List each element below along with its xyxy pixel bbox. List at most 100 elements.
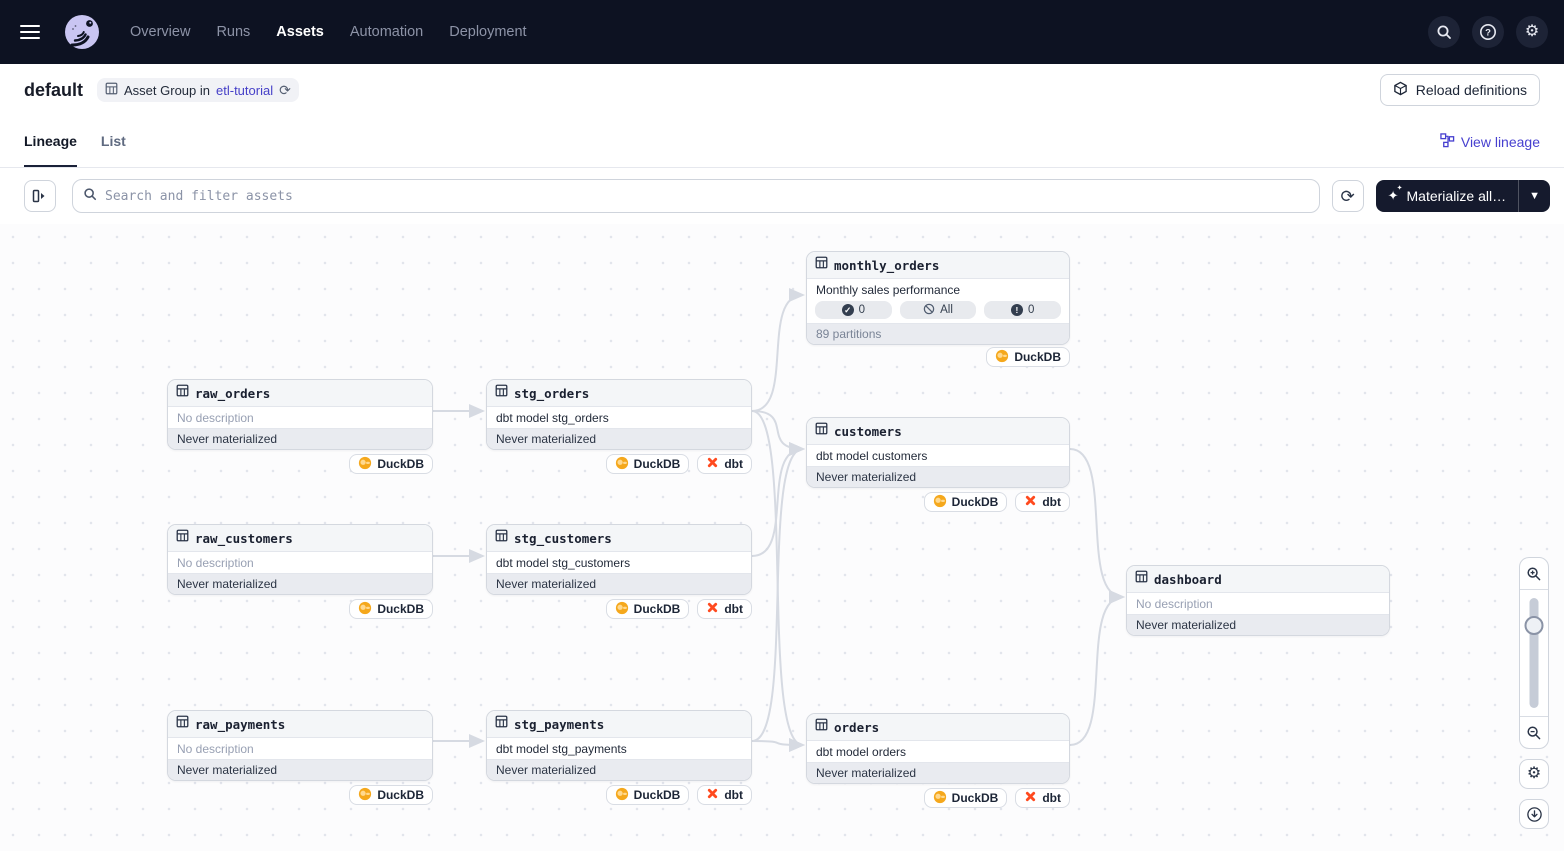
materialize-all-label: Materialize all…: [1406, 188, 1507, 204]
zoom-slider[interactable]: [1520, 590, 1548, 716]
nav-item-deployment[interactable]: Deployment: [449, 24, 527, 40]
partition-pill-slash-circle[interactable]: All: [899, 301, 977, 319]
asset-status: Never materialized: [168, 759, 432, 780]
asset-description: No description: [1136, 596, 1213, 611]
asset-title: customers: [834, 423, 902, 439]
asset-description: No description: [177, 741, 254, 756]
nav-item-runs[interactable]: Runs: [216, 24, 251, 40]
duckdb-tag[interactable]: DuckDB: [923, 492, 1008, 512]
slash-circle-icon: [923, 303, 935, 318]
nav-items: Overview Runs Assets Automation Deployme…: [130, 24, 527, 40]
graph-settings-icon[interactable]: ⚙: [1519, 759, 1549, 789]
reload-definitions-button[interactable]: Reload definitions: [1379, 74, 1540, 106]
table-icon: [495, 715, 508, 733]
partition-pill-check-circle[interactable]: ✓0: [815, 301, 892, 319]
asset-status: Never materialized: [487, 759, 751, 780]
table-icon: [815, 422, 828, 440]
asset-group-label: Asset Group in: [124, 82, 211, 98]
check-circle-icon: ✓: [841, 304, 854, 316]
dbt-tag[interactable]: dbt: [1015, 492, 1070, 512]
nav-item-assets[interactable]: Assets: [276, 24, 324, 40]
lineage-graph-icon: [1440, 132, 1455, 151]
download-icon[interactable]: [1519, 799, 1549, 829]
asset-title: orders: [834, 719, 880, 735]
menu-icon[interactable]: [20, 16, 52, 48]
duckdb-tag[interactable]: DuckDB: [349, 599, 433, 619]
asset-description: dbt model stg_payments: [496, 741, 627, 756]
asset-title: stg_payments: [514, 716, 605, 732]
edge-stg_payments-to-customers: [751, 442, 805, 742]
table-icon: [815, 718, 828, 736]
duckdb-tag[interactable]: DuckDB: [986, 347, 1070, 367]
asset-title: stg_orders: [514, 385, 590, 401]
duckdb-tag[interactable]: DuckDB: [923, 788, 1008, 808]
asset-tags-stg_customers: DuckDB dbt: [486, 599, 752, 619]
view-lineage-link[interactable]: View lineage: [1440, 116, 1540, 167]
duckdb-icon: [933, 494, 947, 511]
help-icon[interactable]: ?: [1472, 16, 1504, 48]
dbt-tag[interactable]: dbt: [1015, 788, 1070, 808]
asset-status: Never materialized: [487, 573, 751, 594]
refresh-icon[interactable]: ⟳: [1331, 180, 1364, 212]
dagster-logo[interactable]: [62, 12, 102, 52]
table-icon: [495, 529, 508, 547]
search-icon[interactable]: [1428, 16, 1460, 48]
alert-circle-icon: !: [1010, 304, 1023, 316]
asset-description: dbt model stg_customers: [496, 555, 631, 570]
code-location-link[interactable]: etl-tutorial: [216, 82, 274, 98]
tab-list[interactable]: List: [100, 132, 126, 149]
asset-description: dbt model customers: [816, 448, 928, 463]
tab-lineage[interactable]: Lineage: [24, 116, 77, 167]
materialize-all-main[interactable]: ✦✦ Materialize all…: [1376, 185, 1519, 204]
dbt-tag[interactable]: dbt: [697, 599, 752, 619]
sidebar-toggle-icon[interactable]: [24, 180, 56, 212]
asset-group-icon: [105, 82, 118, 98]
duckdb-icon: [615, 601, 629, 618]
asset-search[interactable]: [72, 179, 1320, 213]
nav-item-overview[interactable]: Overview: [130, 24, 191, 40]
duckdb-tag[interactable]: DuckDB: [349, 454, 433, 474]
dbt-tag[interactable]: dbt: [697, 454, 752, 474]
sync-icon[interactable]: ⟳: [279, 82, 291, 98]
nav-item-automation[interactable]: Automation: [349, 24, 424, 40]
asset-tags-raw_customers: DuckDB: [167, 599, 433, 619]
materialize-all-button: ✦✦ Materialize all… ▼: [1375, 180, 1550, 212]
asset-description: dbt model orders: [816, 744, 907, 759]
asset-tags-stg_orders: DuckDB dbt: [486, 454, 752, 474]
partition-pill-alert-circle[interactable]: !0: [984, 301, 1062, 319]
zoom-out-icon[interactable]: [1520, 716, 1548, 748]
dbt-icon: [706, 787, 719, 803]
view-lineage-label: View lineage: [1460, 133, 1540, 150]
zoom-in-icon[interactable]: [1520, 558, 1548, 590]
reload-definitions-label: Reload definitions: [1415, 82, 1527, 98]
edge-stg_customers-to-customers: [751, 442, 805, 557]
dbt-tag[interactable]: dbt: [697, 785, 752, 805]
zoom-slider-handle[interactable]: [1524, 616, 1544, 635]
table-icon: [495, 384, 508, 402]
asset-tags-orders: DuckDB dbt: [806, 788, 1070, 808]
duckdb-tag[interactable]: DuckDB: [605, 599, 690, 619]
duckdb-tag[interactable]: DuckDB: [349, 785, 433, 805]
asset-status: Never materialized: [487, 428, 751, 449]
asset-tags-customers: DuckDB dbt: [806, 492, 1070, 512]
asset-status: Never materialized: [807, 762, 1069, 783]
edge-customers-to-dashboard: [1069, 448, 1125, 604]
duckdb-tag[interactable]: DuckDB: [605, 785, 690, 805]
settings-icon[interactable]: ⚙: [1516, 16, 1548, 48]
duckdb-tag[interactable]: DuckDB: [605, 454, 690, 474]
duckdb-icon: [615, 456, 629, 473]
edge-stg_orders-to-monthly_orders: [751, 288, 805, 412]
materialize-dropdown-caret-icon[interactable]: ▼: [1529, 190, 1540, 202]
search-input[interactable]: [105, 188, 1309, 204]
